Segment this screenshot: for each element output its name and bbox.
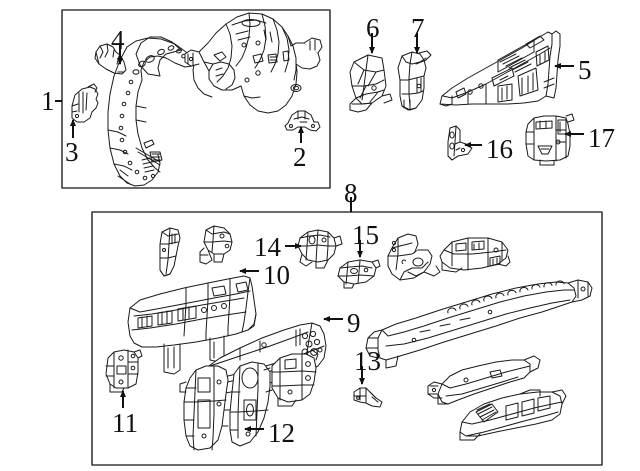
part-wheelhouse-shape (107, 36, 194, 187)
part-3-shape (71, 83, 99, 123)
callout-label-2: 2 (293, 142, 307, 172)
part-6-shape (349, 54, 393, 113)
callout-label-10: 10 (263, 260, 290, 290)
part-rail-ext-shape (459, 389, 567, 441)
callout-label-7: 7 (411, 13, 425, 43)
part-lower-bracket-c (271, 349, 319, 407)
callout-label-17: 17 (588, 123, 615, 153)
part-17-shape (525, 113, 575, 166)
part-11-shape (105, 349, 143, 393)
part-2-shape (284, 110, 321, 132)
callout-label-14: 14 (254, 232, 281, 262)
part-rail-main-shape (365, 279, 593, 369)
callout-label-11: 11 (112, 408, 138, 438)
callout-label-13: 13 (354, 346, 381, 376)
part-14-shape (297, 229, 343, 269)
part-16-shape (447, 125, 473, 161)
callout-label-1: 1 (41, 86, 55, 116)
part-13-shape (353, 387, 383, 408)
part-rail-lower-shape (427, 355, 541, 405)
part-12-shape (179, 361, 273, 451)
callout-label-12: 12 (268, 418, 295, 448)
part-10-shape (127, 275, 257, 375)
part-lower-bracket-a (159, 227, 181, 277)
part-lower-bracket-e (439, 237, 511, 273)
callout-leaders (55, 33, 584, 432)
callout-label-15: 15 (352, 220, 379, 250)
callout-label-3: 3 (65, 137, 79, 167)
callout-label-9: 9 (347, 308, 361, 338)
part-lower-bracket-d (387, 233, 441, 281)
part-4-shape (94, 43, 127, 75)
part-15-shape (337, 259, 381, 289)
part-7-shape (397, 50, 432, 111)
callout-label-16: 16 (486, 134, 513, 164)
part-apron-shape (184, 12, 323, 114)
callout-label-5: 5 (578, 55, 592, 85)
part-lower-bracket-b (199, 225, 233, 265)
callout-label-4: 4 (111, 25, 125, 55)
part-5-shape (439, 30, 561, 107)
callout-label-6: 6 (366, 13, 380, 43)
callout-label-8: 8 (344, 178, 358, 208)
